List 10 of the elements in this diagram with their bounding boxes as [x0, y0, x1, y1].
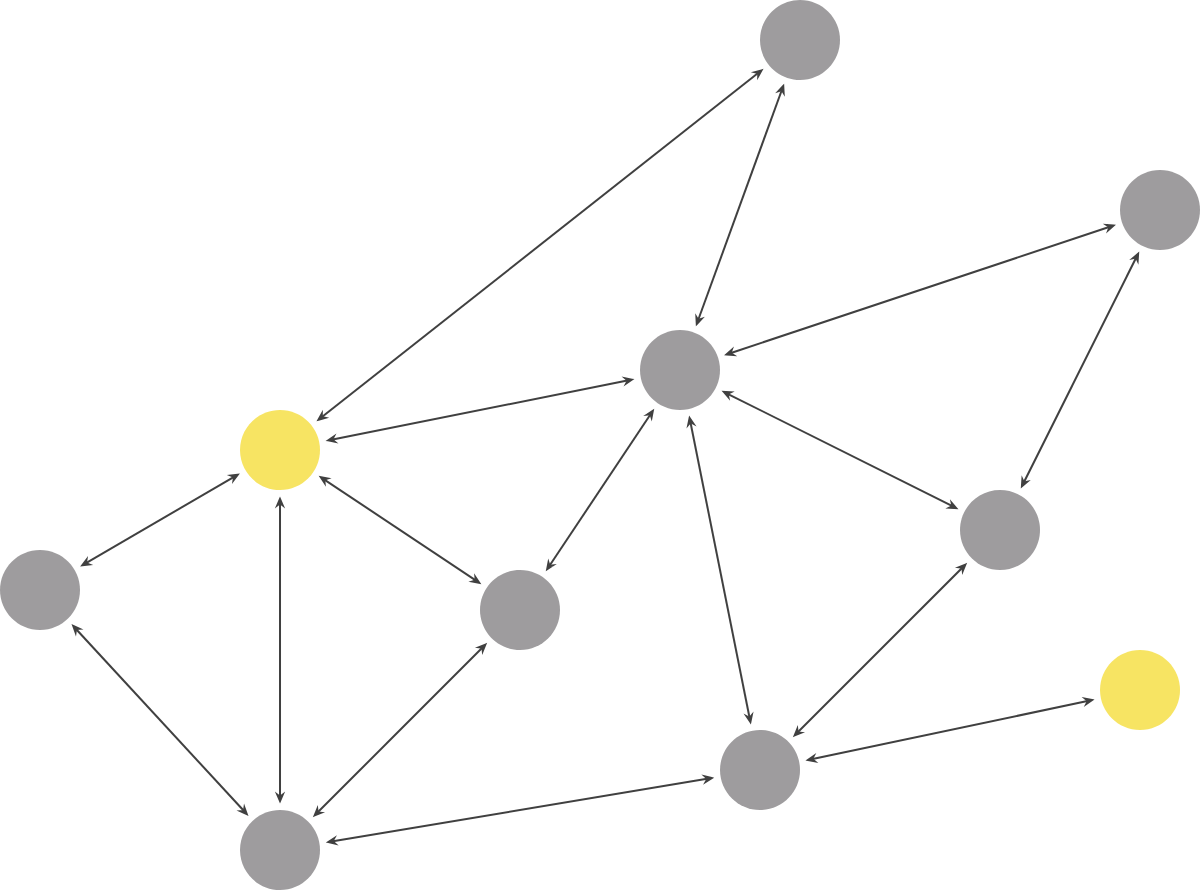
circle-node — [640, 330, 720, 410]
circle-node — [1100, 650, 1180, 730]
circle-node — [0, 550, 80, 630]
circle-node — [960, 490, 1040, 570]
circle-node — [480, 570, 560, 650]
circle-node — [240, 810, 320, 890]
circle-node — [1120, 170, 1200, 250]
circle-node — [240, 410, 320, 490]
circle-node — [760, 0, 840, 80]
circle-node — [720, 730, 800, 810]
